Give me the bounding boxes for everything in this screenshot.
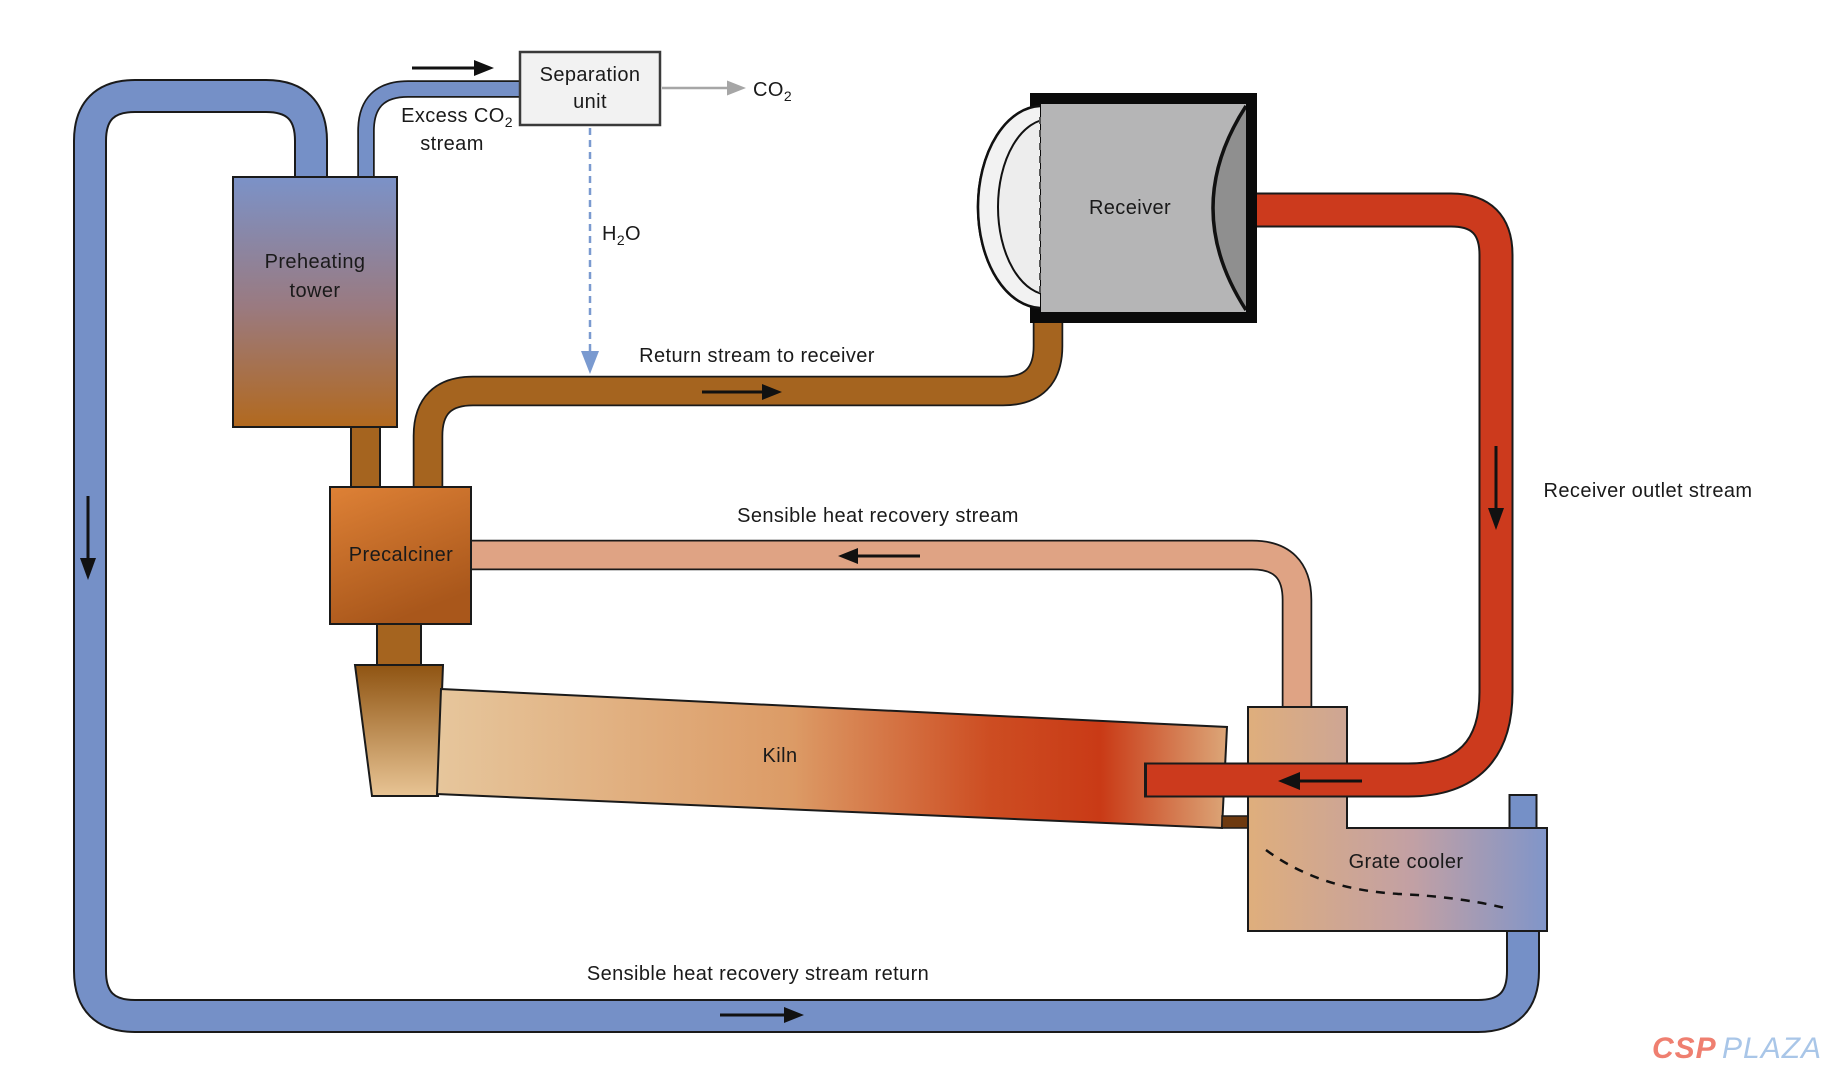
kiln [435,687,1229,830]
preheating-tower [232,176,398,428]
precalciner-label: Precalciner [349,544,453,566]
cooler-grate-dashed-line [1265,848,1506,910]
precalciner [329,486,472,625]
preheating-tower-label-line2: tower [290,280,341,302]
arrow-co2-out-head [727,80,746,96]
arrow-excess-co2-head [474,60,494,76]
separation-unit [518,50,662,127]
h2o-sub: 2 [617,232,625,248]
precalciner-outlet-duct [376,622,422,671]
excess-co2-label-line1: Excess CO2 [401,105,513,130]
excess-co2-sub: 2 [505,114,513,130]
separation-unit-label-line2: unit [573,91,607,113]
preheating-tower-label-line1: Preheating [265,251,366,273]
co2-sub: 2 [784,88,792,104]
kiln-hood-connector [1221,815,1251,829]
co2-out-label: CO2 [753,79,792,104]
arrow-red-horizontal-head [1278,772,1300,790]
return-stream-label: Return stream to receiver [639,345,875,367]
h2o-o: O [625,223,641,245]
separation-unit-label-line1: Separation [540,64,641,86]
pipe-sensible [468,541,1311,716]
receiver-back-curve [1211,105,1248,311]
receiver-dome-front-inner [997,119,1040,295]
watermark-csp: CSP [1652,1032,1717,1065]
pipe-excess-co2 [359,82,521,185]
watermark-plaza: PLAZA [1722,1032,1822,1065]
pipe-receiver-outlet [1147,194,1512,796]
kiln-label: Kiln [763,745,798,767]
receiver [976,93,1257,323]
h2o-h: H [602,223,617,245]
arrow-sensible-head [838,548,858,564]
pipe-sensible-outline [468,539,1313,716]
h2o-arrow-head [581,351,599,374]
flow-arrows [80,60,1504,1023]
grate-cooler-label: Grate cooler [1349,851,1464,873]
h2o-label: H2O [602,223,641,248]
feed-hopper [353,664,445,797]
excess-co2-base: Excess CO [401,105,505,127]
pipe-blue-loop [75,81,1538,1031]
sensible-heat-return-label: Sensible heat recovery stream return [587,963,929,985]
receiver-label: Receiver [1089,197,1171,219]
excess-co2-label-line2: stream [420,133,484,155]
arrow-bottom-head [784,1007,804,1023]
arrow-red-down-head [1488,508,1504,530]
receiver-outlet-label: Receiver outlet stream [1544,480,1753,502]
sensible-heat-label: Sensible heat recovery stream [737,505,1019,527]
tower-precalciner-duct [350,425,381,491]
arrow-blue-down-head [80,558,96,580]
co2-base: CO [753,79,784,101]
arrow-return-head [762,384,782,400]
